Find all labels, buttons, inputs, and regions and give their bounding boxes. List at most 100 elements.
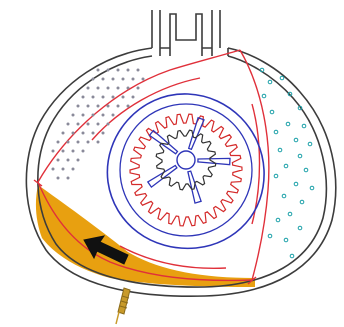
rotor-face-right bbox=[240, 50, 269, 280]
mixture-dot bbox=[52, 150, 55, 153]
eccentric-shaft-hub bbox=[177, 151, 195, 169]
mixture-dot bbox=[67, 141, 70, 144]
rotor-assembly bbox=[107, 94, 264, 248]
mixture-dot bbox=[87, 105, 90, 108]
mixture-dot bbox=[62, 132, 65, 135]
mixture-dot bbox=[82, 132, 85, 135]
mixture-dot bbox=[97, 87, 100, 90]
mixture-dot bbox=[57, 141, 60, 144]
fresh-charge-dot bbox=[286, 122, 290, 126]
fresh-charge-dot bbox=[268, 80, 272, 84]
mixture-dot bbox=[72, 132, 75, 135]
fresh-charge-dot bbox=[284, 164, 288, 168]
mixture-dot bbox=[77, 141, 80, 144]
mixture-dot bbox=[72, 150, 75, 153]
fresh-charge-dot bbox=[274, 174, 278, 178]
mixture-dot bbox=[92, 96, 95, 99]
mixture-dot bbox=[132, 78, 135, 81]
mixture-dot bbox=[67, 159, 70, 162]
mixture-dot bbox=[102, 114, 105, 117]
mixture-dot bbox=[57, 159, 60, 162]
mixture-dot bbox=[67, 177, 70, 180]
mixture-dot bbox=[92, 78, 95, 81]
fresh-charge-dot bbox=[294, 182, 298, 186]
fresh-charge-dot bbox=[310, 186, 314, 190]
mixture-dot bbox=[97, 69, 100, 72]
fresh-charge-dot bbox=[304, 168, 308, 172]
mixture-dot bbox=[122, 78, 125, 81]
mixture-dot bbox=[142, 78, 145, 81]
port-left-mid bbox=[170, 14, 202, 56]
mixture-dot bbox=[127, 105, 130, 108]
fresh-charge-dot bbox=[268, 234, 272, 238]
fresh-charge-dot bbox=[302, 124, 306, 128]
intake-ports bbox=[152, 10, 228, 56]
fresh-charge-dot bbox=[282, 194, 286, 198]
mixture-dot bbox=[97, 105, 100, 108]
mixture-dot bbox=[102, 78, 105, 81]
mixture-dot bbox=[137, 87, 140, 90]
ring-gear-tooth-profile bbox=[130, 114, 242, 226]
rotor-spoke bbox=[189, 118, 204, 150]
mixture-dot bbox=[87, 123, 90, 126]
fresh-charge-dot bbox=[274, 130, 278, 134]
mixture-dot bbox=[77, 105, 80, 108]
mixture-dot bbox=[72, 168, 75, 171]
mixture-dot bbox=[127, 69, 130, 72]
mixture-dot bbox=[62, 168, 65, 171]
mixture-dot bbox=[87, 87, 90, 90]
fresh-charge-dot bbox=[298, 154, 302, 158]
mixture-dot bbox=[117, 87, 120, 90]
rotor-body bbox=[107, 94, 264, 248]
mixture-dot bbox=[107, 69, 110, 72]
mixture-dot bbox=[72, 114, 75, 117]
mixture-dot bbox=[82, 96, 85, 99]
port-left bbox=[152, 10, 160, 56]
spark-plug-icon bbox=[116, 288, 130, 324]
mixture-dot bbox=[82, 114, 85, 117]
mixture-dot bbox=[112, 78, 115, 81]
rotor-recess-right bbox=[252, 104, 260, 224]
mixture-dot bbox=[137, 69, 140, 72]
mixture-dot bbox=[112, 114, 115, 117]
fresh-charge-dot bbox=[298, 226, 302, 230]
fresh-charge-dot bbox=[300, 200, 304, 204]
mixture-dot bbox=[52, 168, 55, 171]
mixture-dot bbox=[102, 132, 105, 135]
fresh-charge-dot bbox=[288, 212, 292, 216]
fresh-charge-dot bbox=[278, 148, 282, 152]
mixture-dot bbox=[127, 87, 130, 90]
mixture-dot bbox=[117, 105, 120, 108]
fresh-charge-dot bbox=[280, 76, 284, 80]
rotor-spoke bbox=[198, 158, 230, 164]
mixture-dot bbox=[97, 141, 100, 144]
burning-mixture-dots bbox=[52, 69, 145, 180]
mixture-dot bbox=[67, 123, 70, 126]
fresh-charge-dot bbox=[270, 110, 274, 114]
mixture-dot bbox=[107, 105, 110, 108]
mixture-dot bbox=[82, 150, 85, 153]
mixture-dot bbox=[97, 123, 100, 126]
fresh-charge-dot bbox=[294, 138, 298, 142]
mixture-dot bbox=[102, 96, 105, 99]
ring-gear-teeth bbox=[130, 114, 242, 226]
mixture-dot bbox=[87, 141, 90, 144]
mixture-dot bbox=[92, 114, 95, 117]
mixture-dot bbox=[62, 150, 65, 153]
mixture-dot bbox=[57, 177, 60, 180]
port-right bbox=[212, 10, 228, 56]
fresh-charge-dot bbox=[290, 254, 294, 258]
mixture-dot bbox=[92, 132, 95, 135]
fresh-charge-dot bbox=[276, 218, 280, 222]
mixture-dot bbox=[77, 123, 80, 126]
mixture-dot bbox=[112, 96, 115, 99]
mixture-dot bbox=[107, 87, 110, 90]
mixture-dot bbox=[132, 96, 135, 99]
fresh-charge-dot bbox=[308, 142, 312, 146]
mixture-dot bbox=[77, 159, 80, 162]
rotor-inner-ring bbox=[120, 104, 252, 236]
mixture-dot bbox=[122, 96, 125, 99]
mixture-dot bbox=[117, 69, 120, 72]
fresh-charge-dot bbox=[284, 238, 288, 242]
